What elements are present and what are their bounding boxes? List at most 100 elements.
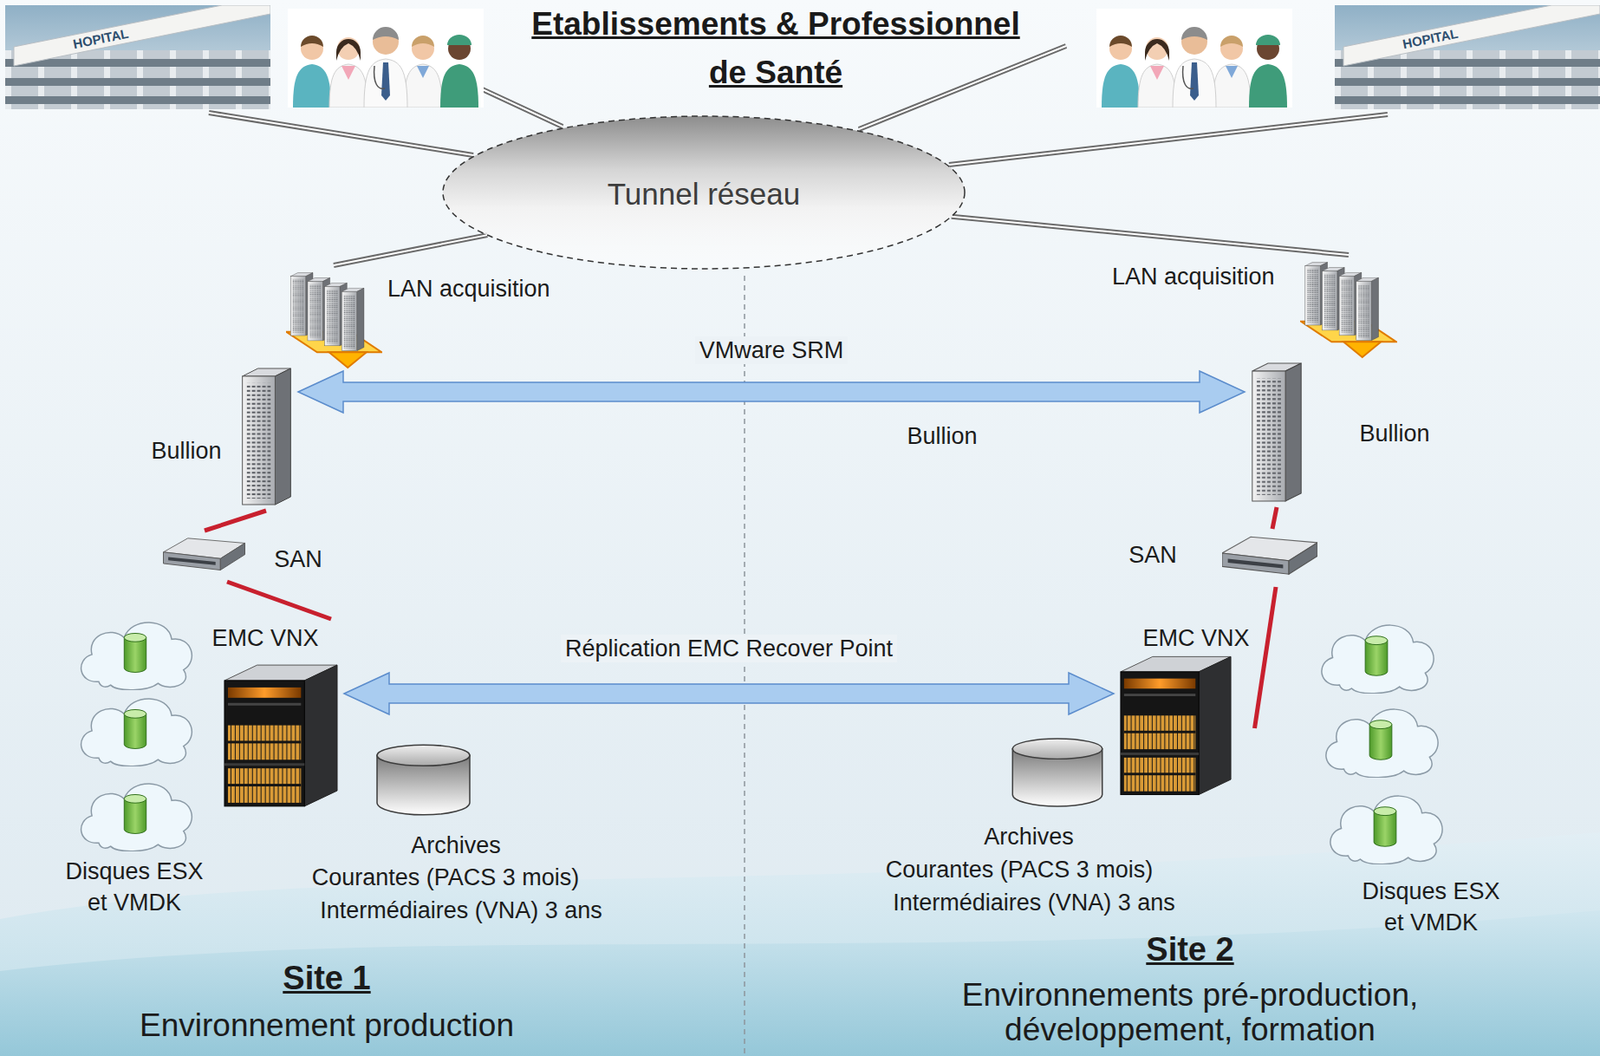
node-label: Archives (410, 831, 501, 859)
node-label: Tunnel réseau (607, 175, 800, 213)
connector-group (344, 672, 1114, 715)
background-wave (0, 910, 1600, 1056)
disk-group: Disques ESX et VMDK (1306, 609, 1510, 944)
photo-link-core (208, 112, 474, 156)
san-switch-icon (163, 538, 246, 571)
text-slot: LAN acquisition (387, 274, 551, 303)
archive-cylinder (1012, 738, 1102, 807)
network-link-core (951, 216, 1349, 255)
san-switch: SAN (1123, 528, 1323, 587)
photo-link (208, 112, 474, 156)
disk-cloud (81, 783, 193, 852)
text-slot: Environnements pré-production, développe… (938, 977, 1442, 1048)
server-cluster: LAN acquisition (1106, 254, 1403, 365)
diagram-title: Etablissements & Professionnel de Santé (520, 0, 1032, 98)
disk-cloud (1321, 624, 1434, 694)
node-label: LAN acquisition (387, 274, 551, 303)
node-label: Courantes (PACS 3 mois) (312, 863, 580, 892)
disk-group: Disques ESX et VMDK (55, 606, 214, 924)
text-slot: Tunnel réseau (607, 175, 800, 213)
text-slot: Bullion (906, 422, 977, 450)
node-label: Disques ESX et VMDK (1357, 875, 1505, 938)
text-slot: Disques ESX et VMDK (60, 855, 209, 918)
network-link-core (333, 234, 488, 266)
free-label: Bullion (906, 422, 977, 450)
site-heading: Site 2 (1145, 929, 1234, 970)
san-link (1255, 586, 1276, 729)
site-description: Environnement production (139, 1006, 514, 1045)
server-cluster: LAN acquisition (280, 265, 556, 375)
text-slot: Intermédiaires (VNA) 3 ans (892, 888, 1176, 917)
hospital-photo (5, 5, 271, 110)
text-slot: Site 2 (1145, 929, 1234, 970)
hospital-sign: HOPITAL (71, 26, 131, 53)
connector-group (951, 216, 1349, 255)
node-label: SAN (273, 545, 323, 573)
san-link (1272, 507, 1277, 529)
photo-link-core (949, 114, 1388, 165)
storage-array-icon (1120, 656, 1231, 794)
site-heading: Site 1 (282, 957, 371, 998)
edge-label: Réplication EMC Recover Point (560, 634, 898, 663)
text-slot: Bullion (1359, 419, 1430, 448)
text-slot: VMware SRM (695, 336, 849, 365)
text-slot: Archives (410, 831, 501, 859)
node-label: LAN acquisition (1112, 262, 1275, 291)
site-description: Environnements pré-production, développe… (938, 977, 1442, 1048)
photo-link-core (858, 45, 1067, 130)
server-cluster-icon (286, 273, 382, 368)
server: Bullion (145, 362, 299, 511)
text-slot: HOPITAL (72, 31, 130, 47)
text-slot: LAN acquisition (1112, 262, 1275, 291)
text-slot: Réplication EMC Recover Point (560, 634, 898, 663)
node-label: EMC VNX (211, 624, 319, 652)
photo-link (949, 114, 1388, 165)
staff-photo (287, 8, 484, 108)
tunnel-ellipse (442, 116, 965, 269)
network-link (333, 234, 488, 266)
server-cluster-icon (1300, 262, 1397, 358)
san-link (227, 581, 332, 619)
connector-group (333, 234, 488, 266)
network-tunnel: Tunnel réseau (441, 114, 967, 271)
text-slot: SAN (273, 545, 323, 573)
text-slot: EMC VNX (211, 624, 319, 652)
text-slot: SAN (1128, 540, 1178, 569)
text-slot: Site 1 (282, 957, 371, 998)
text-slot: Courantes (PACS 3 mois) (885, 855, 1154, 884)
san-switch-icon (1222, 536, 1318, 574)
archive-storage: ArchivesCourantes (PACS 3 mois) Intermédi… (306, 737, 608, 930)
node-label: Archives (983, 822, 1074, 851)
text-slot: Intermédiaires (VNA) 3 ans (319, 896, 603, 924)
network-link (951, 216, 1349, 255)
server-icon (242, 368, 292, 505)
block-arrow (298, 370, 1245, 413)
photo-link (858, 45, 1067, 130)
archive-storage: ArchivesCourantes (PACS 3 mois) Intermédi… (880, 731, 1181, 922)
node-label: Intermédiaires (VNA) 3 ans (892, 888, 1176, 917)
background-wave (0, 832, 1600, 1056)
text-slot: HOPITAL (1402, 31, 1459, 47)
disk-cloud (1326, 708, 1438, 778)
node-label: Intermédiaires (VNA) 3 ans (319, 896, 603, 924)
san-link (204, 510, 267, 531)
text-slot: Etablissements & Professionnel de Santé (520, 0, 1032, 98)
connector-group (227, 581, 332, 619)
hospital-sign: HOPITAL (1401, 26, 1460, 53)
connector-group (298, 370, 1245, 413)
archive-cylinder (377, 744, 470, 815)
connector-group (204, 510, 267, 531)
text-slot: EMC VNX (1142, 624, 1249, 652)
hospital-photo (1334, 5, 1600, 110)
node-label: Courantes (PACS 3 mois) (885, 855, 1154, 884)
edge-label: VMware SRM (695, 336, 849, 365)
text-slot: Bullion (150, 436, 222, 465)
text-slot: Archives (983, 822, 1074, 851)
storage-array: EMC VNX (206, 618, 345, 814)
server: Bullion (1244, 357, 1436, 508)
block-arrow (344, 672, 1114, 715)
disk-cloud (1330, 795, 1443, 865)
text-slot: Environnement production (139, 1006, 514, 1045)
disk-cloud (81, 622, 193, 690)
